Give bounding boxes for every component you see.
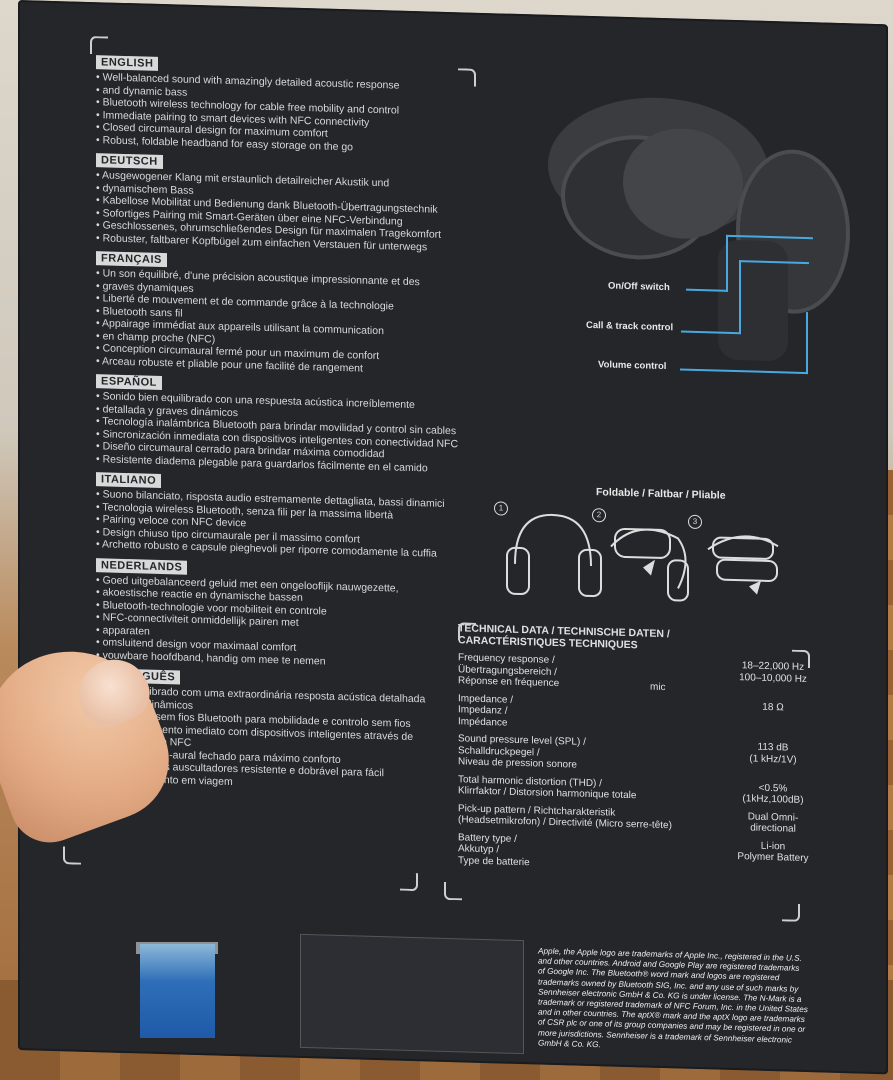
- callout-line: [739, 260, 741, 335]
- tech-value: 18 Ω: [762, 701, 784, 713]
- box-tab-blue: [140, 944, 215, 1038]
- tech-row: Sound pressure level (SPL) / Schalldruck…: [458, 733, 818, 778]
- language-section-nederlands: NEDERLANDSGoed uitgebalanceerd geluid me…: [96, 555, 456, 672]
- tech-value: Li-ion Polymer Battery: [737, 840, 809, 865]
- tech-mic-label: mic: [650, 681, 666, 694]
- on-off-switch-label: On/Off switch: [608, 280, 670, 294]
- corner-mark: [400, 872, 418, 892]
- language-title: ENGLISH: [96, 55, 159, 71]
- language-section-español: ESPAÑOLSonido bien equilibrado con una r…: [96, 371, 458, 475]
- language-title: ITALIANO: [96, 472, 162, 488]
- tech-label: Impedance / Impedanz / Impédance: [458, 692, 514, 729]
- headphones-illustration: [538, 85, 858, 394]
- tech-row: Frequency response / Übertragungsbereich…: [458, 652, 818, 697]
- tech-title: TECHNICAL DATA / TECHNISCHE DATEN / CARA…: [458, 622, 670, 652]
- callout-line: [726, 234, 728, 292]
- folding-steps-diagram: [506, 513, 779, 602]
- legal-notice: Apple, the Apple logo are trademarks of …: [538, 946, 808, 1050]
- language-title: DEUTSCH: [96, 153, 163, 170]
- language-section-deutsch: DEUTSCHAusgewogener Klang mit erstaunlic…: [96, 150, 456, 254]
- corner-mark: [458, 68, 476, 87]
- tech-row: Battery type / Akkutyp / Type de batteri…: [458, 832, 818, 877]
- corner-mark: [792, 649, 810, 669]
- tech-row: Total harmonic distortion (THD) / Klirrf…: [458, 774, 818, 807]
- language-section-français: FRANÇAISUn son équilibré, d'une précisio…: [96, 248, 456, 377]
- language-section-italiano: ITALIANOSuono bilanciato, risposta audio…: [96, 469, 456, 561]
- product-box-back: ENGLISHWell-balanced sound with amazingl…: [18, 0, 888, 1075]
- corner-mark: [444, 881, 462, 901]
- corner-mark: [782, 903, 800, 922]
- corner-mark: [458, 622, 476, 641]
- tech-value: Dual Omni- directional: [747, 810, 799, 835]
- tech-value: 113 dB (1 kHz/1V): [749, 741, 797, 766]
- corner-mark: [63, 846, 81, 865]
- tech-label: Total harmonic distortion (THD) / Klirrf…: [458, 773, 637, 802]
- foldable-label: Foldable / Faltbar / Pliable: [596, 486, 726, 502]
- language-title: ESPAÑOL: [96, 374, 162, 391]
- tech-row: Impedance / Impedanz / Impédance 18 Ω: [458, 693, 818, 738]
- language-title: NEDERLANDS: [96, 557, 188, 575]
- tech-value: <0.5% (1kHz,100dB): [742, 782, 804, 806]
- language-title: FRANÇAIS: [96, 251, 167, 268]
- tech-label: Pick-up pattern / Richtcharakteristik (H…: [458, 802, 672, 832]
- callout-line: [806, 312, 808, 375]
- tech-label: Battery type / Akkutyp / Type de batteri…: [458, 831, 530, 868]
- feature-list: ENGLISHWell-balanced sound with amazingl…: [96, 52, 458, 798]
- technical-data-panel: TECHNICAL DATA / TECHNISCHE DATEN / CARA…: [458, 622, 818, 882]
- volume-control-label: Volume control: [598, 359, 667, 373]
- tech-label: Frequency response / Übertragungsbereich…: [458, 652, 560, 690]
- barcode-cutout: [300, 933, 524, 1055]
- tech-label: Sound pressure level (SPL) / Schalldruck…: [458, 733, 586, 771]
- language-section-english: ENGLISHWell-balanced sound with amazingl…: [96, 52, 456, 156]
- tech-row: Pick-up pattern / Richtcharakteristik (H…: [458, 803, 818, 836]
